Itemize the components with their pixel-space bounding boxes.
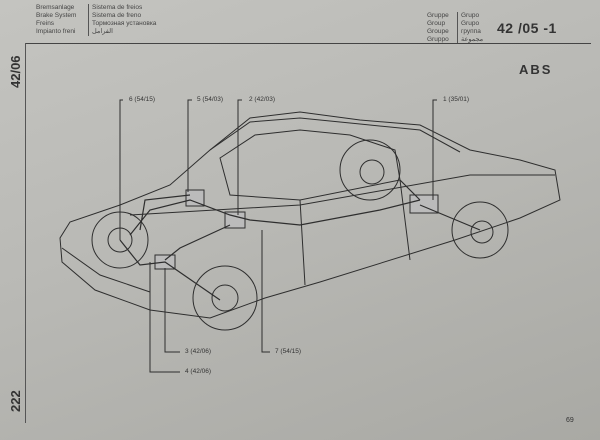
leader-6 <box>119 99 123 240</box>
group-term: Group <box>427 20 446 27</box>
wheel-rear-left <box>339 139 401 201</box>
car-door-line <box>299 179 411 286</box>
callout-2: 2 (42/03) <box>249 96 276 103</box>
group-term: Gruppo <box>427 36 449 43</box>
leader-7 <box>261 230 270 353</box>
car-window-line <box>219 129 401 201</box>
header-rule <box>26 43 591 44</box>
brake-lines <box>119 179 481 301</box>
car-roof-line <box>209 117 461 153</box>
rear-axle-sensor <box>409 194 439 214</box>
abs-control-unit <box>185 189 205 207</box>
callout-1: 1 (35/01) <box>443 96 470 103</box>
wheel-rear-right <box>451 201 509 259</box>
leader-2 <box>237 99 242 215</box>
group-term: Groupe <box>427 28 449 35</box>
leader-3 <box>164 268 180 353</box>
hydraulic-unit <box>224 211 246 229</box>
callout-4: 4 (42/06) <box>185 368 212 375</box>
term-pt: Sistema de freios <box>88 4 142 12</box>
term-ru: Тормозная установка <box>88 20 156 28</box>
term-es: Sistema de freno <box>88 12 141 20</box>
group-term: Grupo <box>457 12 479 20</box>
leader-4 <box>149 262 180 373</box>
callout-3: 3 (42/06) <box>185 348 212 355</box>
term-fr: Freins <box>36 20 55 27</box>
group-term: Grupo <box>457 20 479 28</box>
header-left-terms: Bremsanlage Sistema de freios Brake Syste… <box>36 4 156 36</box>
callout-6: 6 (54/15) <box>129 96 156 103</box>
group-term: Gruppe <box>427 12 449 19</box>
diagram-title: ABS <box>519 62 553 77</box>
leader-5 <box>187 99 192 192</box>
page-number: 69 <box>566 417 574 424</box>
term-ar: الفرامل <box>88 28 113 36</box>
term-en: Brake System <box>36 12 77 19</box>
group-term: группа <box>457 28 481 36</box>
leader-1 <box>432 99 437 200</box>
margin-rule <box>25 43 26 423</box>
car-body-outline <box>59 111 561 319</box>
callout-7: 7 (54/15) <box>275 348 302 355</box>
car-bumper <box>61 247 151 293</box>
term-de: Bremsanlage <box>36 4 75 11</box>
group-term: مجموعة <box>457 36 483 44</box>
callout-5: 5 (54/03) <box>197 96 224 103</box>
wheel-front-right <box>192 265 258 331</box>
group-number: 42 /05 -1 <box>497 20 557 36</box>
term-it: Impianto freni <box>36 28 76 35</box>
